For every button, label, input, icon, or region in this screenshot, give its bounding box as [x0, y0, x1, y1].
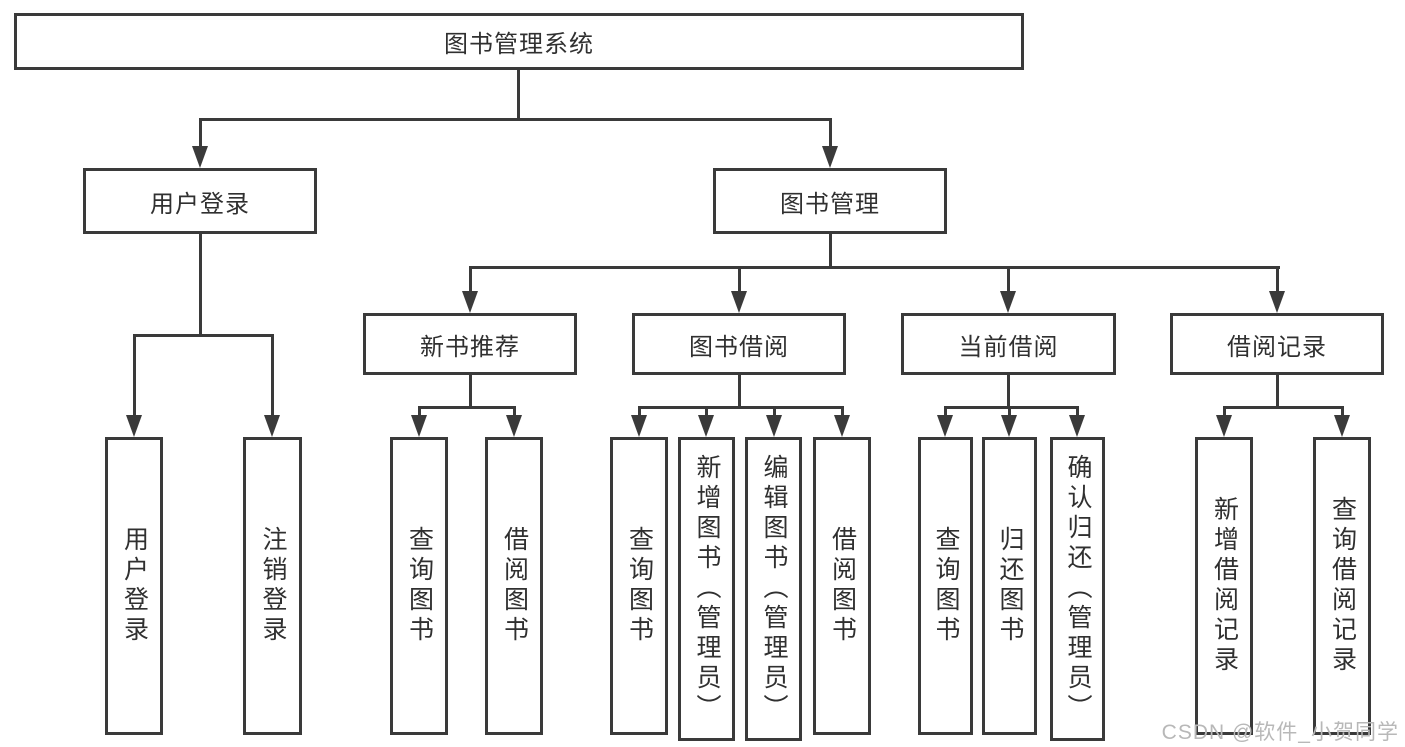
leaf-nb-query-books: 查询图书 [390, 437, 448, 735]
leaf-label: 注销登录 [259, 526, 287, 646]
connector-line [199, 118, 832, 121]
connector-line [418, 406, 421, 418]
leaf-logout: 注销登录 [243, 437, 302, 735]
leaf-bb-borrow-books: 借阅图书 [813, 437, 871, 735]
connector-arrowhead [1001, 415, 1017, 437]
leaf-label: 编辑图书（管理员） [760, 454, 788, 724]
connector-line [738, 375, 741, 409]
connector-line [638, 406, 641, 418]
connector-line [738, 266, 741, 294]
connector-arrowhead [834, 415, 850, 437]
node-label: 当前借阅 [958, 333, 1059, 361]
connector-line [418, 406, 516, 409]
connector-arrowhead [1269, 291, 1285, 313]
connector-arrowhead [192, 146, 208, 168]
node-label: 图书管理系统 [444, 31, 594, 58]
leaf-label: 借阅图书 [828, 526, 857, 646]
connector-line [469, 266, 472, 294]
node-root: 图书管理系统 [14, 13, 1024, 70]
leaf-br-add-record: 新增借阅记录 [1195, 437, 1253, 735]
connector-line [1341, 406, 1344, 418]
connector-line [199, 234, 202, 337]
connector-arrowhead [1000, 291, 1016, 313]
leaf-cb-query-books: 查询图书 [918, 437, 973, 735]
node-label: 用户登录 [150, 190, 250, 218]
node-book-management: 图书管理 [713, 168, 947, 234]
connector-line [199, 118, 202, 149]
node-new-book-recommend: 新书推荐 [363, 313, 577, 375]
connector-line [1007, 375, 1010, 409]
connector-line [638, 406, 843, 409]
node-book-borrow: 图书借阅 [632, 313, 846, 375]
connector-line [133, 334, 274, 337]
leaf-label: 新增借阅记录 [1210, 496, 1239, 676]
leaf-cb-return-books: 归还图书 [982, 437, 1037, 735]
node-borrow-records: 借阅记录 [1170, 313, 1384, 375]
leaf-label: 归还图书 [996, 526, 1024, 646]
connector-line [1223, 406, 1343, 409]
leaf-user-login: 用户登录 [105, 437, 163, 735]
connector-arrowhead [411, 415, 427, 437]
watermark: CSDN @软件_小贺同学 [1161, 721, 1399, 744]
connector-arrowhead [264, 415, 280, 437]
node-current-borrow: 当前借阅 [901, 313, 1116, 375]
connector-arrowhead [1069, 415, 1085, 437]
connector-arrowhead [1334, 415, 1350, 437]
connector-arrowhead [1216, 415, 1232, 437]
leaf-label: 查询图书 [932, 526, 960, 646]
connector-arrowhead [731, 291, 747, 313]
leaf-label: 借阅图书 [500, 526, 529, 646]
leaf-bb-query-books: 查询图书 [610, 437, 668, 735]
node-label: 借阅记录 [1227, 333, 1327, 361]
connector-arrowhead [766, 415, 782, 437]
leaf-cb-confirm-return-admin: 确认归还（管理员） [1050, 437, 1105, 741]
connector-line [513, 406, 516, 418]
connector-line [469, 375, 472, 409]
connector-arrowhead [937, 415, 953, 437]
connector-arrowhead [126, 415, 142, 437]
connector-line [1008, 406, 1011, 418]
connector-line [133, 334, 136, 418]
leaf-label: 查询图书 [625, 526, 654, 646]
node-label: 图书借阅 [689, 333, 789, 361]
leaf-label: 新增图书（管理员） [693, 454, 721, 724]
connector-line [944, 406, 1078, 409]
leaf-bb-add-books-admin: 新增图书（管理员） [678, 437, 735, 741]
connector-line [469, 266, 1280, 269]
connector-line [1007, 266, 1010, 294]
connector-line [841, 406, 844, 418]
connector-arrowhead [698, 415, 714, 437]
connector-arrowhead [506, 415, 522, 437]
leaf-label: 确认归还（管理员） [1064, 454, 1092, 724]
connector-line [1223, 406, 1226, 418]
leaf-nb-borrow-books: 借阅图书 [485, 437, 543, 735]
connector-line [829, 118, 832, 149]
leaf-label: 用户登录 [120, 526, 149, 646]
connector-line [1076, 406, 1079, 418]
connector-line [773, 406, 776, 418]
connector-line [944, 406, 947, 418]
connector-line [705, 406, 708, 418]
connector-arrowhead [462, 291, 478, 313]
connector-line [1276, 375, 1279, 409]
connector-line [1276, 266, 1279, 294]
node-label: 新书推荐 [420, 333, 520, 361]
leaf-br-query-record: 查询借阅记录 [1313, 437, 1371, 735]
leaf-bb-edit-books-admin: 编辑图书（管理员） [745, 437, 802, 741]
node-user-login: 用户登录 [83, 168, 317, 234]
leaf-label: 查询图书 [405, 526, 434, 646]
connector-line [271, 334, 274, 418]
connector-line [829, 234, 832, 269]
connector-arrowhead [822, 146, 838, 168]
leaf-label: 查询借阅记录 [1328, 496, 1357, 676]
connector-arrowhead [631, 415, 647, 437]
connector-line [517, 69, 520, 121]
node-label: 图书管理 [780, 190, 880, 218]
